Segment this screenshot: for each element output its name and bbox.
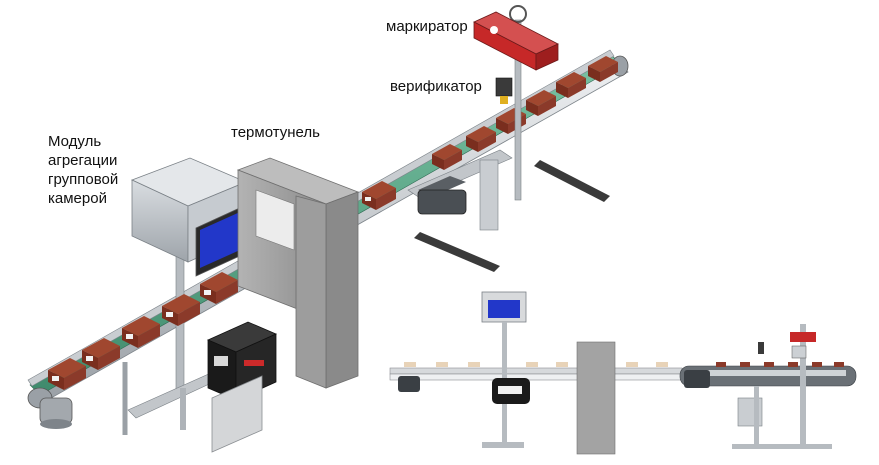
- thermo-tunnel: [236, 157, 360, 389]
- aggregation-camera-module: [130, 157, 248, 277]
- module-screen: [200, 212, 240, 268]
- right-drive-motor: [417, 176, 467, 215]
- marker-printhead: [473, 11, 559, 71]
- side-view-line: [389, 291, 857, 455]
- label-printer: [207, 321, 277, 453]
- label-aggregation-module: Модуль агрегации групповой камерой: [48, 133, 119, 207]
- label-marker: маркиратор: [386, 18, 468, 35]
- left-drive-motor: [39, 397, 73, 429]
- label-thermo-tunnel: термотунель: [231, 124, 320, 141]
- verifier-camera: [495, 77, 513, 104]
- label-verifier: верификатор: [390, 78, 482, 95]
- marker-stand: [407, 5, 610, 272]
